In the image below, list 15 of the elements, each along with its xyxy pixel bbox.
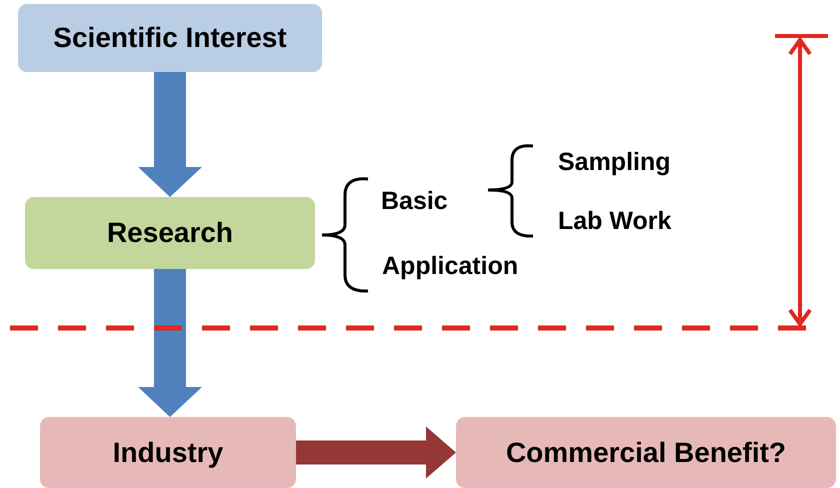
process-box [18, 4, 322, 72]
process-box [25, 197, 315, 269]
branch-label: Application [382, 254, 518, 279]
branch-label: Lab Work [558, 209, 672, 234]
box-label: Research [106, 217, 234, 249]
box-label: Commercial Benefit? [506, 436, 786, 468]
process-box [456, 417, 836, 488]
branch-label: Sampling [558, 150, 671, 175]
block-arrow [296, 426, 456, 478]
branch-label: Basic [381, 189, 448, 214]
box-label: Scientific Interest [53, 22, 287, 54]
block-arrow [138, 72, 202, 197]
box-label: Industry [112, 436, 224, 468]
block-arrow [138, 269, 202, 417]
process-box [40, 417, 296, 488]
